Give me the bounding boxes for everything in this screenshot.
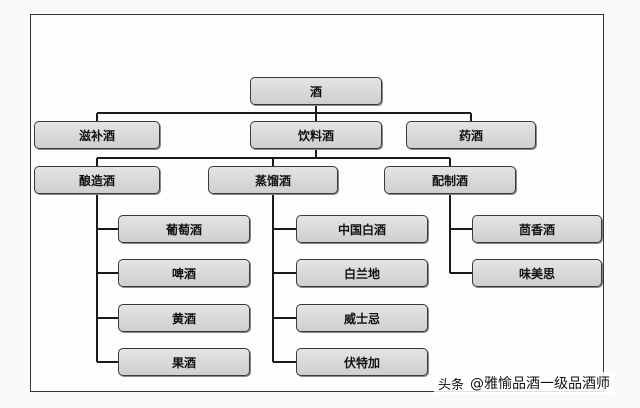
node-root: 酒 <box>250 77 382 105</box>
leaf-chinese-baijiu: 中国白酒 <box>296 215 428 243</box>
node-tonic-wine: 滋补酒 <box>34 121 160 149</box>
watermark-brand: 头条 <box>438 377 465 393</box>
leaf-whisky: 威士忌 <box>296 304 428 332</box>
node-beverage-wine: 饮料酒 <box>250 121 382 149</box>
node-distilled-wine: 蒸馏酒 <box>208 166 338 194</box>
leaf-beer: 啤酒 <box>118 259 250 287</box>
leaf-grape-wine: 葡萄酒 <box>118 215 250 243</box>
node-compounded-wine: 配制酒 <box>384 166 516 194</box>
node-brewed-wine: 酿造酒 <box>34 166 160 194</box>
leaf-vermouth: 味美思 <box>472 259 602 287</box>
leaf-yellow-wine: 黄酒 <box>118 304 250 332</box>
leaf-fruit-wine: 果酒 <box>118 348 250 376</box>
node-medicinal-wine: 药酒 <box>406 121 536 149</box>
leaf-brandy: 白兰地 <box>296 259 428 287</box>
watermark: 头条 @雅愉品酒一级品酒师 <box>434 372 615 394</box>
leaf-vodka: 伏特加 <box>296 348 428 376</box>
watermark-account: @雅愉品酒一级品酒师 <box>470 376 611 392</box>
leaf-anise-liqueur: 茴香酒 <box>472 215 602 243</box>
